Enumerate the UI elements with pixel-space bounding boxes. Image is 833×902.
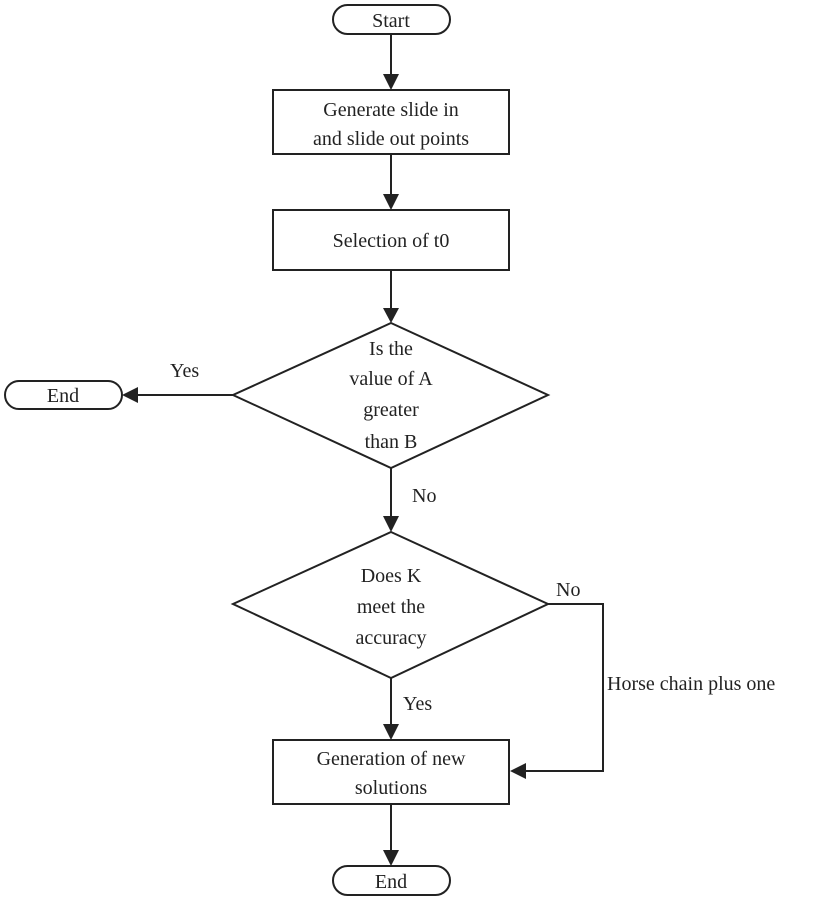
decision-k: Does K meet the accuracy (230, 530, 551, 680)
arrowhead (383, 308, 399, 323)
start-terminal: Start (332, 4, 451, 35)
connectors (122, 34, 604, 866)
decision-a-line4: than B (365, 431, 418, 453)
edge-label-loop: Horse chain plus one (607, 673, 775, 695)
decision-a-line3: greater (363, 399, 419, 421)
generate-label-line1: Generate slide in (323, 99, 459, 121)
end-terminal-left: End (4, 380, 123, 410)
arrowhead (510, 763, 526, 779)
decision-k-line1: Does K (361, 565, 422, 587)
decision-a-line1: Is the (369, 338, 413, 360)
decision-a-line2: value of A (349, 368, 433, 390)
arrowhead (383, 74, 399, 90)
generation-label-line1: Generation of new (317, 748, 466, 770)
generate-label-line2: and slide out points (313, 128, 469, 150)
generate-points-process: Generate slide in and slide out points (272, 89, 510, 155)
generation-label-line2: solutions (355, 777, 427, 799)
decision-k-line3: accuracy (355, 627, 426, 649)
decision-k-line2: meet the (357, 596, 425, 618)
start-label: Start (372, 10, 410, 32)
end-bottom-label: End (375, 871, 407, 893)
edge-label-a-yes: Yes (170, 360, 199, 382)
edge-decision-k-loop (524, 603, 604, 772)
decision-a: Is the value of A greater than B (230, 321, 551, 470)
end-terminal-bottom: End (332, 865, 451, 896)
selection-label: Selection of t0 (333, 230, 450, 252)
selection-process: Selection of t0 (272, 209, 510, 271)
end-left-label: End (47, 385, 79, 407)
edge-label-k-yes: Yes (403, 693, 432, 715)
edge-label-a-no: No (412, 485, 436, 507)
generation-process: Generation of new solutions (272, 739, 510, 805)
arrowhead (383, 850, 399, 866)
edge-label-k-no: No (556, 579, 580, 601)
arrowhead (383, 194, 399, 210)
arrowhead (122, 387, 138, 403)
arrowhead (383, 516, 399, 532)
arrowhead (383, 724, 399, 740)
